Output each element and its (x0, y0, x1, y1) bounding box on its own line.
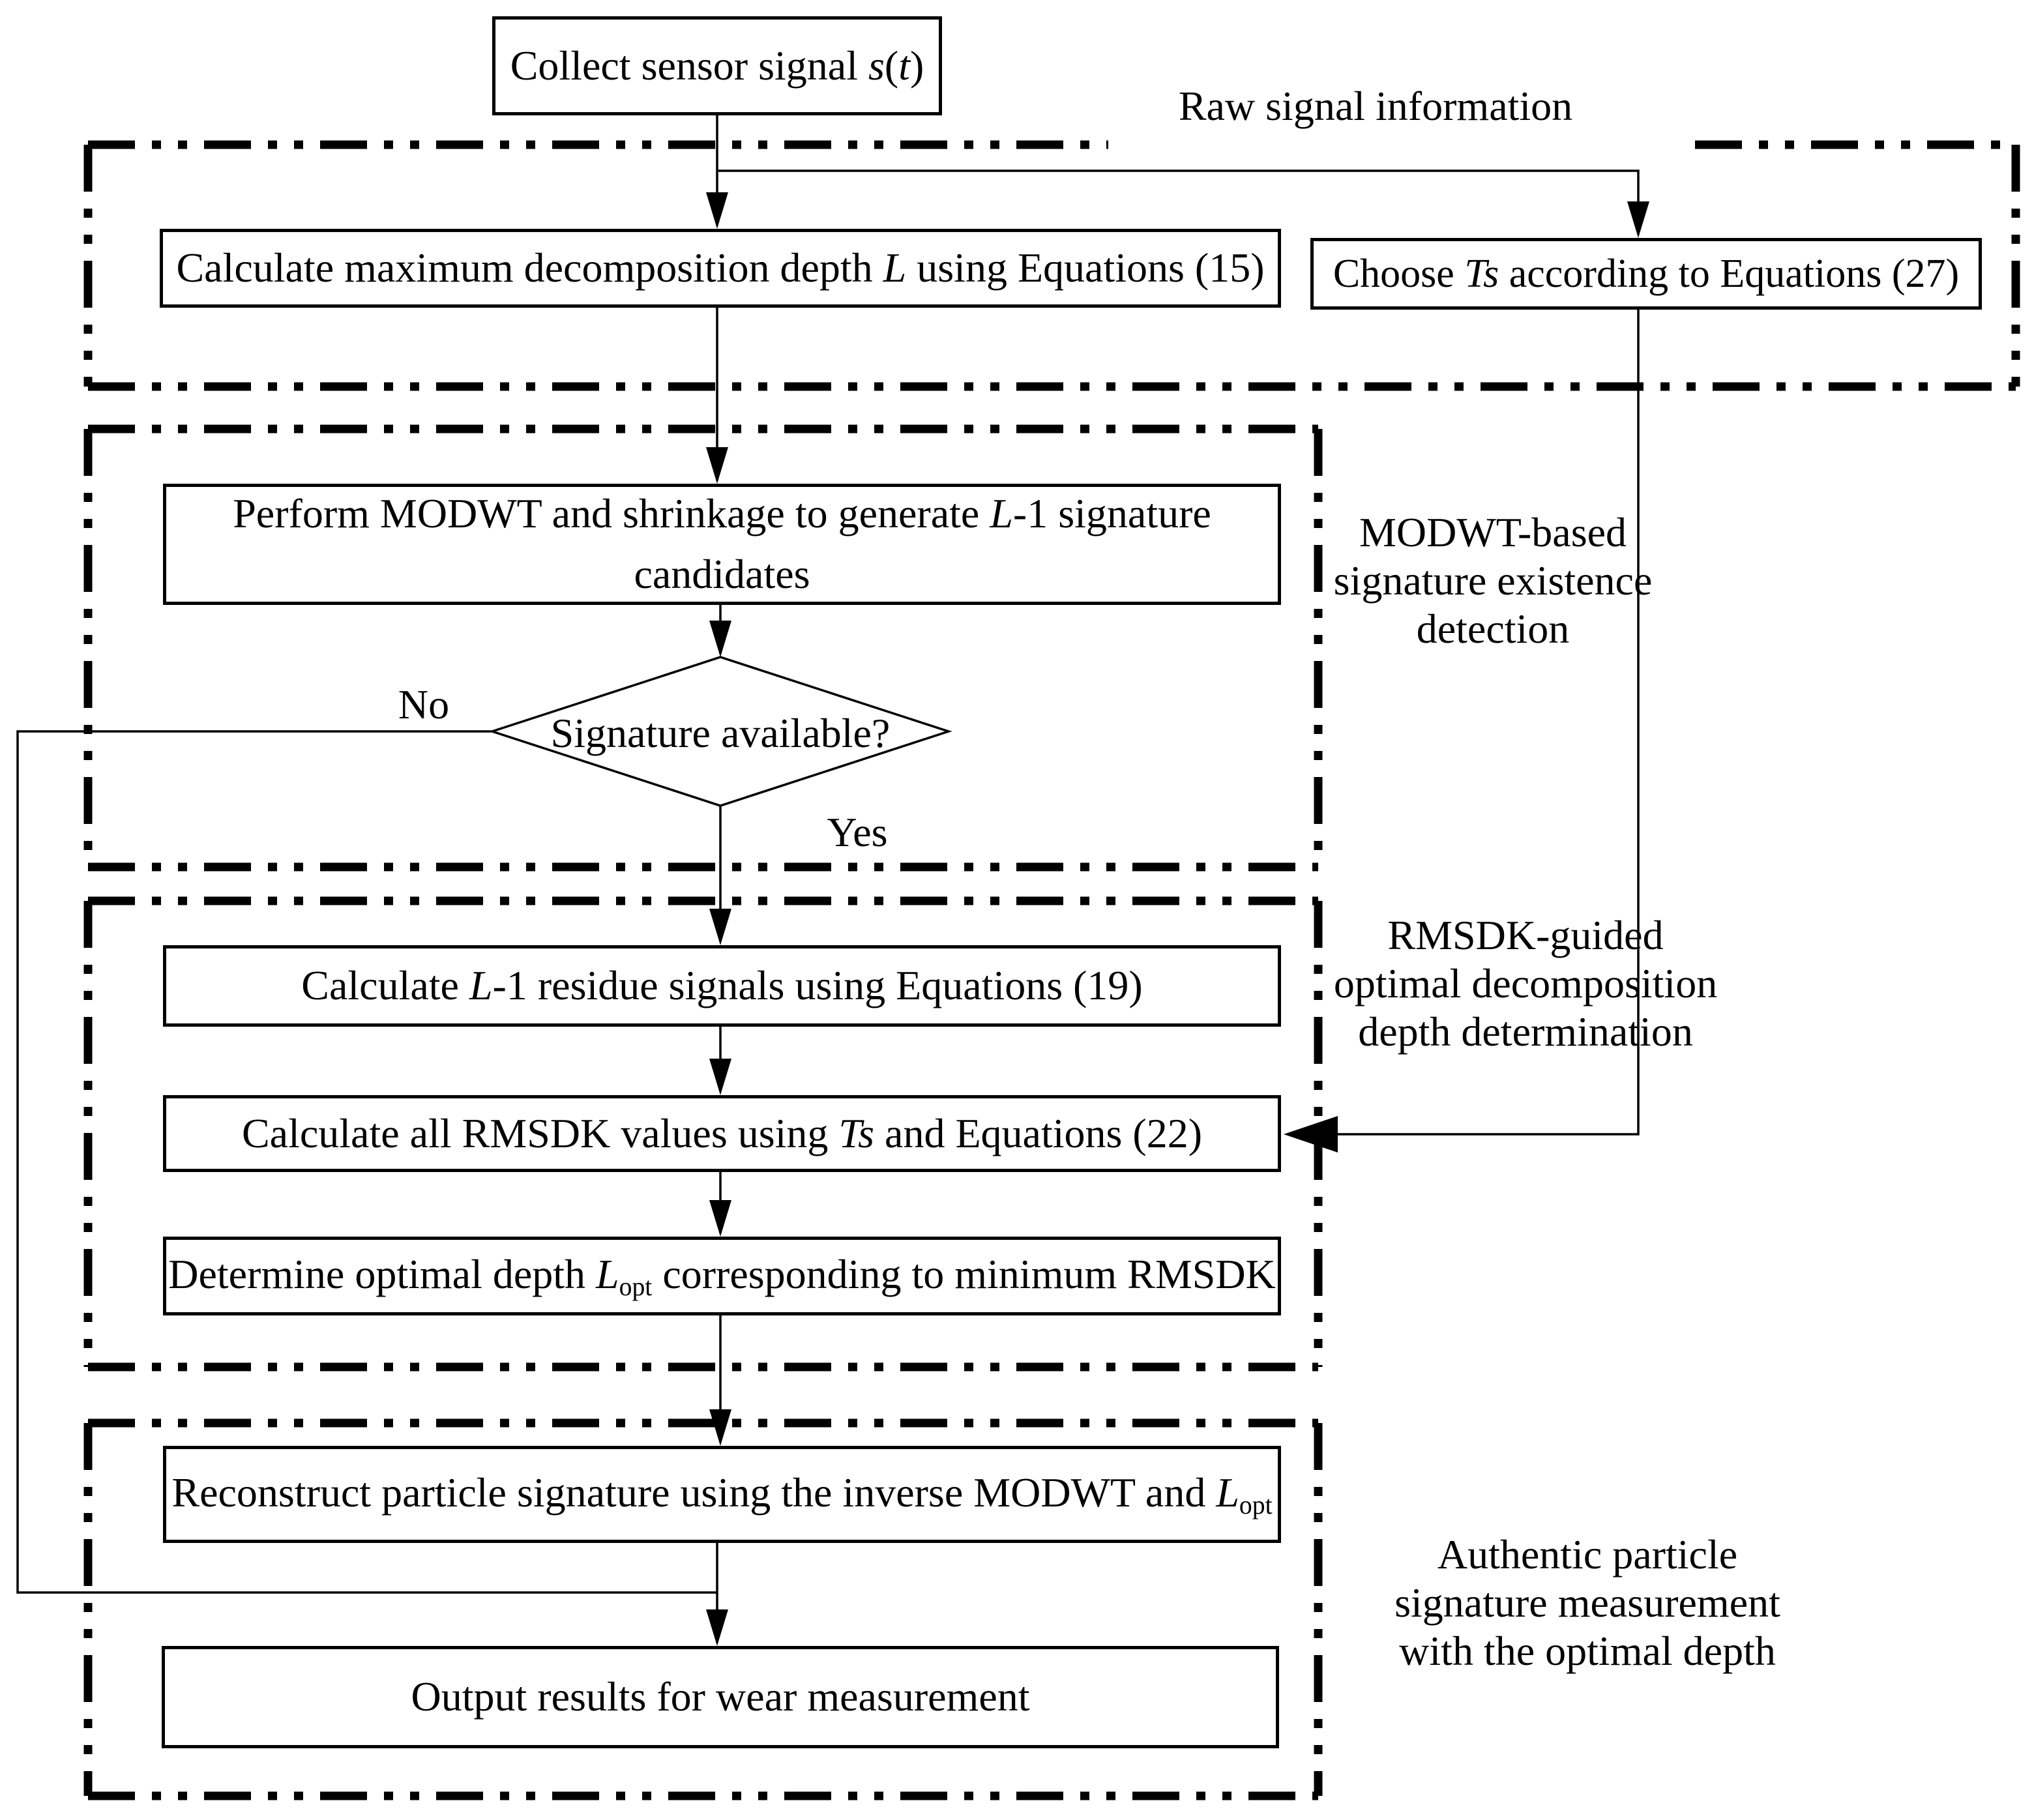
node-calc-rmsdk-values: Calculate all RMSDK values using Ts and … (163, 1095, 1281, 1172)
node-output-results-label: Output results for wear measurement (411, 1673, 1030, 1720)
arrow-into-determine (709, 1200, 731, 1237)
node-perform-modwt-line1: Perform MODWT and shrinkage to generate … (233, 490, 1211, 537)
node-perform-modwt-line2: candidates (634, 551, 810, 597)
node-reconstruct-signature: Reconstruct particle signature using the… (163, 1446, 1281, 1543)
decision-diamond (488, 656, 952, 807)
node-collect-signal-label: Collect sensor signal s(t) (510, 42, 924, 89)
arrow-ts-into-rmsdk-values (1284, 1116, 1338, 1152)
arrow-into-residue (709, 909, 731, 945)
node-determine-optimal-depth: Determine optimal depth Lopt correspondi… (163, 1237, 1281, 1315)
decision-label: Signature available? (550, 710, 891, 756)
node-output-results: Output results for wear measurement (162, 1646, 1279, 1748)
arrow-into-decision (709, 621, 731, 657)
region-label-raw-signal: Raw signal information (1178, 83, 1573, 129)
line-branch-to-choose-ts (717, 169, 1640, 235)
node-calc-max-depth: Calculate maximum decomposition depth L … (160, 229, 1281, 308)
node-collect-signal: Collect sensor signal s(t) (492, 16, 942, 115)
node-calc-residue: Calculate L-1 residue signals using Equa… (163, 945, 1281, 1027)
node-perform-modwt: Perform MODWT and shrinkage to generate … (163, 484, 1281, 605)
arrow-into-reconstruct (709, 1409, 731, 1446)
arrow-into-calc-depth (706, 192, 728, 229)
arrow-into-rmsdk-values (709, 1059, 731, 1095)
node-choose-ts: Choose Ts according to Equations (27) (1310, 238, 1982, 310)
branch-label-yes: Yes (827, 809, 888, 855)
line-ts-feed (1338, 310, 1640, 1136)
arrow-into-choose-ts (1627, 201, 1649, 238)
node-determine-optimal-depth-label: Determine optimal depth Lopt correspondi… (168, 1250, 1276, 1301)
node-calc-max-depth-label: Calculate maximum decomposition depth L … (176, 244, 1265, 291)
node-calc-residue-label: Calculate L-1 residue signals using Equa… (301, 962, 1143, 1009)
branch-label-no: No (398, 681, 450, 727)
arrow-into-output (706, 1609, 728, 1646)
node-choose-ts-label: Choose Ts according to Equations (27) (1333, 251, 1960, 296)
node-calc-rmsdk-values-label: Calculate all RMSDK values using Ts and … (241, 1109, 1203, 1156)
line-decision-no-return (16, 730, 717, 1594)
node-reconstruct-signature-label: Reconstruct particle signature using the… (171, 1469, 1273, 1519)
arrow-into-modwt (706, 447, 728, 484)
